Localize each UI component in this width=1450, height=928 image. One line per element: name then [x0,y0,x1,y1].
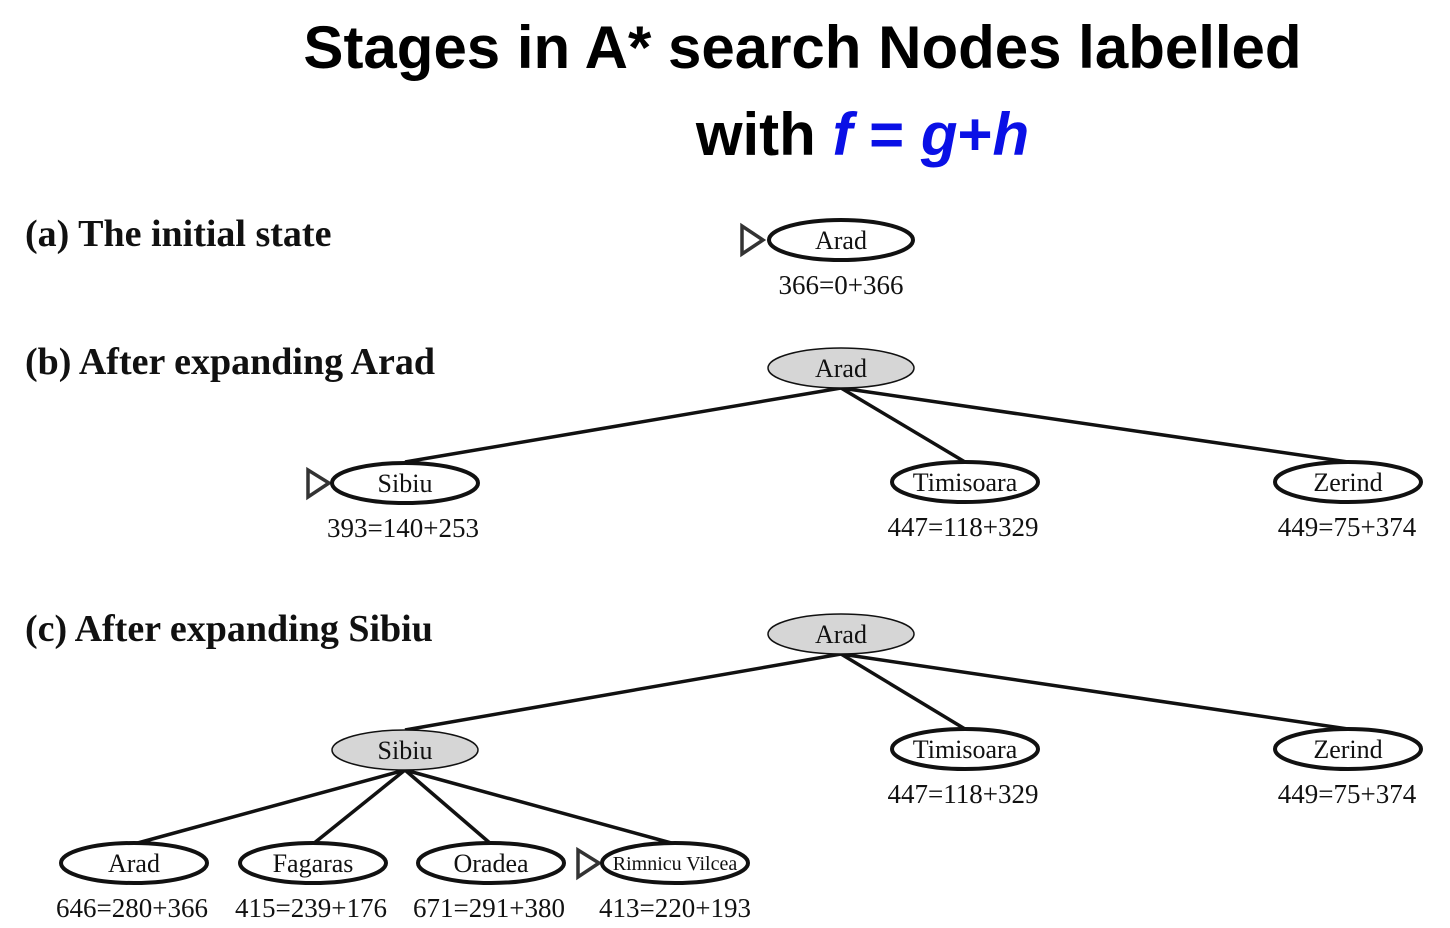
node-b-timisoara-cost: 447=118+329 [888,512,1039,542]
node-b-arad-label: Arad [815,354,867,383]
node-c-sibiu [331,729,479,771]
node-c-oradea-label: Oradea [453,849,529,878]
edge-c-sibiu-arad [133,768,406,846]
stage-c-label: (c) After expanding Sibiu [25,608,433,650]
frontier-marker-icon [740,222,767,258]
node-c-zerind [1273,727,1423,771]
node-b-sibiu-cost: 393=140+253 [327,513,479,543]
node-c-zerind-label: Zerind [1313,735,1382,764]
node-c-fagaras-label: Fagaras [273,849,354,878]
edge-c-sibiu-oradea [403,768,493,846]
formula-f: f [832,101,853,168]
title-line-1: Stages in A* search Nodes labelled [303,14,1302,81]
node-c-timisoara-label: Timisoara [913,735,1018,764]
node-b-arad [767,347,915,389]
node-b-sibiu [330,461,480,505]
edge-c-sibiu-fagaras [311,768,407,846]
node-c-oradea-cost: 671=291+380 [413,893,565,923]
node-c-timisoara [890,727,1040,771]
edge-b-arad-sibiu [404,386,842,464]
title-with: with [695,101,833,168]
stage-c-tree: Arad Sibiu Timisoara 447=118+329 Zerind … [56,613,1423,923]
node-c-arad [767,613,915,655]
formula-equals: = [852,101,921,168]
formula-h: h [992,101,1030,168]
node-b-timisoara [890,460,1040,504]
stage-b-tree: Arad Sibiu 393=140+253 Timisoara 447=118… [306,347,1423,543]
node-c-rimnicu-vilcea [600,841,750,885]
formula-plus: + [957,101,993,168]
frontier-marker-icon [306,466,333,501]
node-c-zerind-cost: 449=75+374 [1278,779,1417,809]
edge-c-sibiu-rimnicu [404,768,676,846]
node-c-arad-label: Arad [815,620,867,649]
title-line-2: with f = g+h [0,105,1450,165]
node-c-fagaras-cost: 415=239+176 [235,893,387,923]
node-b-timisoara-label: Timisoara [913,468,1018,497]
edge-c-arad-timisoara [840,652,966,731]
node-c-arad-leaf-label: Arad [108,849,160,878]
node-c-rimnicu-vilcea-cost: 413=220+193 [599,893,751,923]
node-a-arad [767,218,915,262]
edge-c-arad-sibiu [404,652,842,732]
node-c-fagaras [238,841,388,885]
node-b-zerind-cost: 449=75+374 [1278,512,1417,542]
node-a-arad-cost: 366=0+366 [779,270,904,300]
node-b-zerind-label: Zerind [1313,468,1382,497]
node-c-oradea [416,841,566,885]
stage-a-label: (a) The initial state [25,213,331,255]
node-c-sibiu-label: Sibiu [378,736,433,765]
stage-b-label: (b) After expanding Arad [25,341,435,383]
edge-c-arad-zerind [840,652,1349,731]
node-a-arad-label: Arad [815,226,867,255]
node-c-arad-leaf-cost: 646=280+366 [56,893,208,923]
formula-g: g [920,101,958,168]
edge-b-arad-timisoara [840,386,966,464]
node-c-timisoara-cost: 447=118+329 [888,779,1039,809]
node-c-rimnicu-vilcea-label: Rimnicu Vilcea [613,853,738,875]
frontier-marker-icon [576,846,603,881]
node-c-arad-leaf [59,841,209,885]
edge-b-arad-zerind [840,386,1349,464]
node-b-sibiu-label: Sibiu [378,469,433,498]
stage-a-tree: Arad 366=0+366 [740,218,915,300]
node-b-zerind [1273,460,1423,504]
